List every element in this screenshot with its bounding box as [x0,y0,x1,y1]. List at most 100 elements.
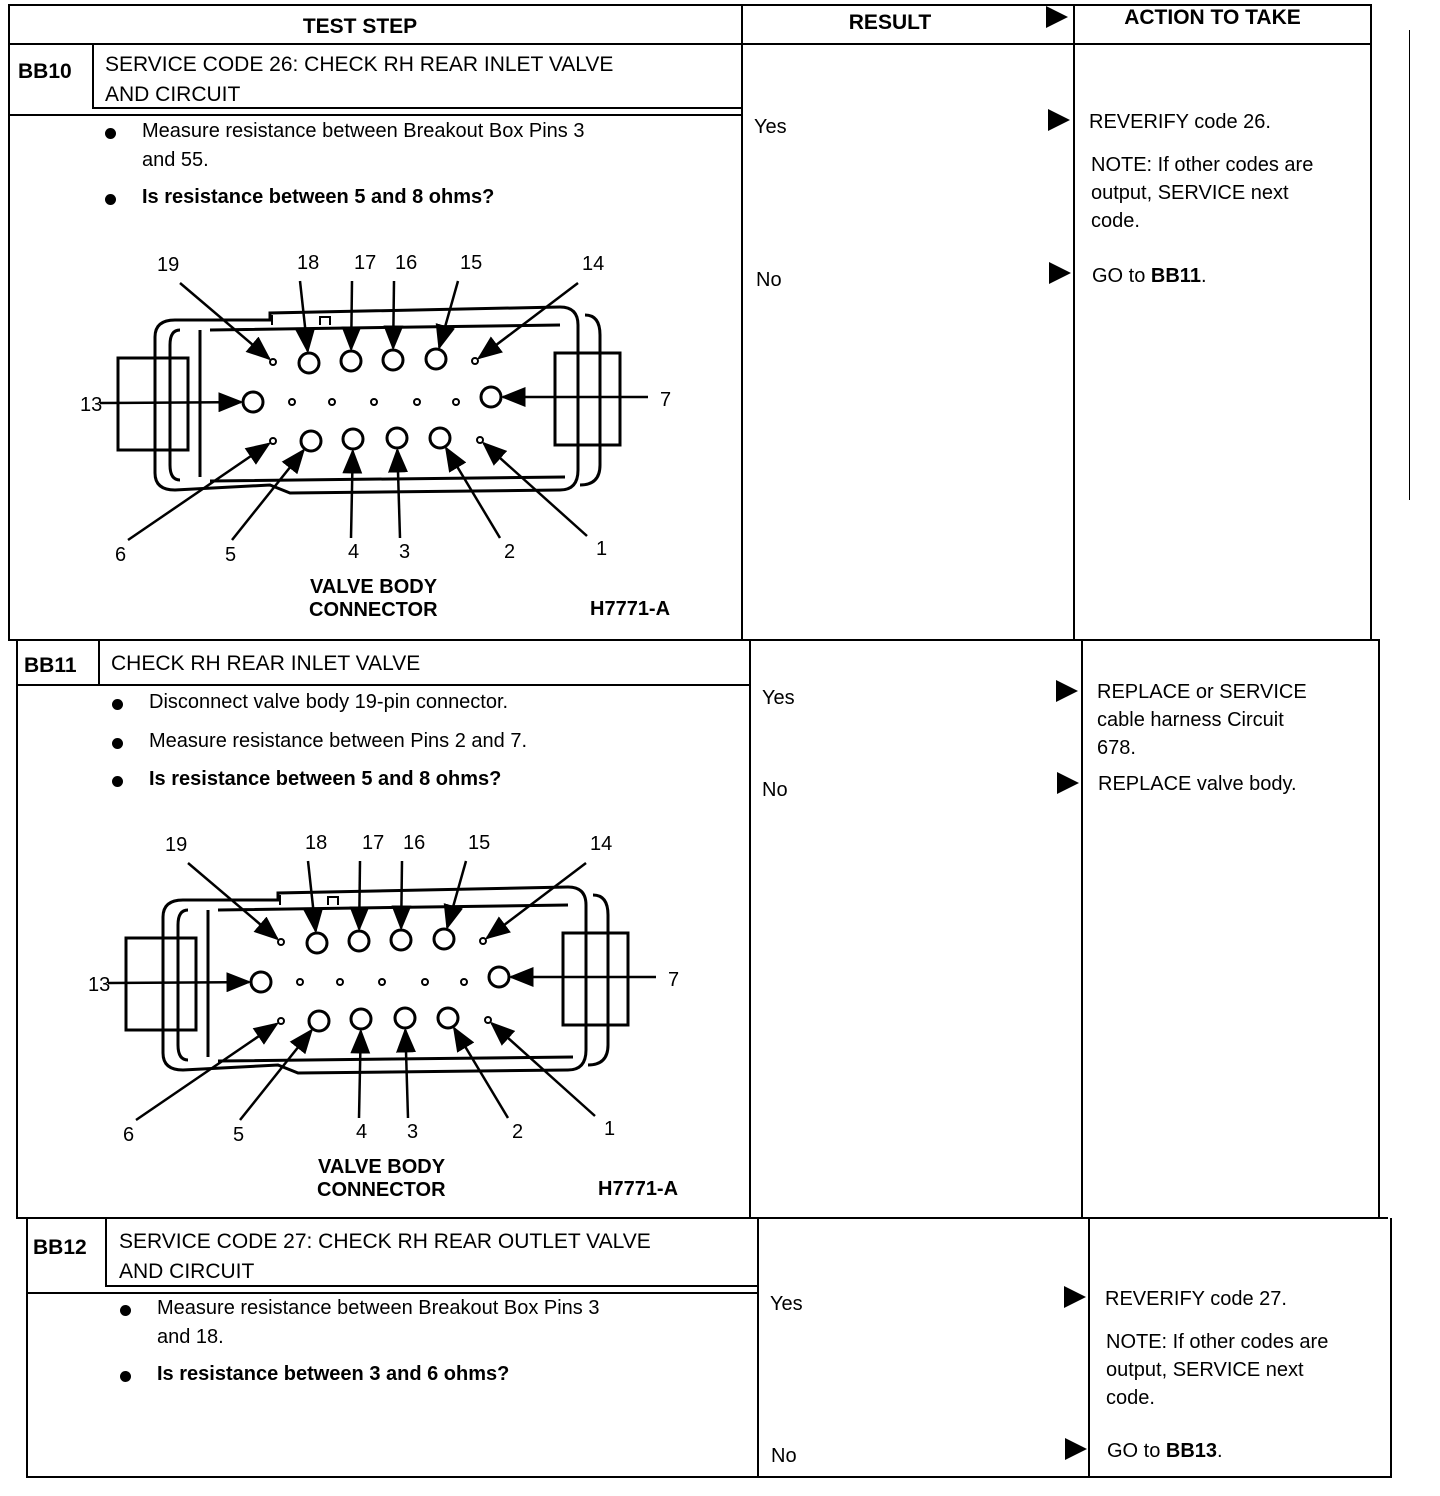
pin-leader-arrow [342,448,363,539]
connector-pin-unused [288,398,296,406]
result-col-border-2 [749,640,751,1218]
pin-leader-arrow [239,1028,314,1121]
connector-pin [479,937,487,945]
connector-pin [471,357,479,365]
right-triangle-arrow-icon [1064,1286,1086,1308]
diagram-caption: CONNECTOR [317,1179,446,1201]
right-triangle-arrow-icon [1046,6,1068,28]
pin-label: 16 [403,832,425,854]
pin-leader-arrow [391,860,412,931]
diagram-caption: VALVE BODY [310,576,438,598]
pin-leader-arrow [179,282,272,361]
pin-leader-arrow [388,447,409,539]
step-title-underline-2 [26,1292,758,1294]
action-goto: GO to BB11. [1092,265,1207,287]
connector-pin [484,1016,492,1024]
step-title: SERVICE CODE 26: CHECK RH REAR INLET VAL… [105,53,614,106]
row-divider-2 [16,1217,1388,1219]
action-col-border-1 [1073,4,1075,640]
pin-leader-arrow [187,862,280,941]
pin-label: 14 [582,253,604,275]
result-no: No [771,1445,797,1467]
pin-leader-arrow [444,446,502,539]
pin-label: 1 [596,538,607,560]
header-bottom-border [8,43,1372,45]
connector-pin [277,938,285,946]
pin-leader-arrow [452,1026,510,1119]
action-replace-harness: REPLACE or SERVICE cable harness Circuit… [1097,681,1307,759]
connector-pin-unused [413,398,421,406]
pin-label: 3 [399,541,410,563]
pin-label: 15 [460,252,482,274]
connector-pin-unused [336,978,344,986]
bullet-icon [112,699,123,710]
pin-label: 17 [354,252,376,274]
connector-pin [479,385,503,409]
result-no: No [756,269,782,291]
bullet-icon [112,776,123,787]
result-yes: Yes [754,116,787,138]
connector-pin [476,436,484,444]
action-reverify: REVERIFY code 27. [1105,1288,1287,1310]
connector-pin [389,928,413,952]
action-note: NOTE: If other codes are output, SERVICE… [1106,1331,1329,1409]
step-code: BB12 [33,1236,87,1259]
pin-label: 14 [590,833,612,855]
connector-pin [269,437,277,445]
pin-label: 13 [80,394,102,416]
pin-leader-arrow [489,1021,596,1117]
step-title-underline [92,107,742,109]
result-yes: Yes [762,687,795,709]
connector-right-tab [561,931,630,1027]
pin-label: 13 [88,974,110,996]
step-title-underline [105,1285,758,1287]
connector-pin [428,426,452,450]
pin-leader-arrow [99,392,244,413]
pin-label: 19 [165,834,187,856]
connector-pin [241,390,265,414]
connector-pin [436,1006,460,1030]
diagram-caption: VALVE BODY [318,1156,446,1178]
pin-leader-arrow [443,860,468,930]
connector-pin [432,927,456,951]
right-triangle-arrow-icon [1057,772,1079,794]
connector-housing [116,305,622,495]
pin-label: 6 [115,544,126,566]
pin-leader-arrow [303,860,324,934]
scan-edge-mark [1409,30,1410,500]
figure-id: H7771-A [590,598,670,620]
pin-label: 5 [225,544,236,566]
pin-label: 4 [356,1121,367,1143]
pin-leader-arrow [295,280,316,354]
action-replace-valve-body: REPLACE valve body. [1098,773,1297,795]
pin-leader-arrow [481,441,588,537]
step-code: BB11 [24,654,77,677]
connector-pin [299,429,323,453]
pin-label: 2 [504,541,515,563]
pin-leader-arrow [107,972,252,993]
pin-label: 18 [305,832,327,854]
action-goto: GO to BB13. [1107,1440,1223,1462]
pin-label: 18 [297,252,319,274]
pin-leader-arrow [435,280,460,350]
result-yes: Yes [770,1293,803,1315]
connector-pin-unused [460,978,468,986]
header-result: RESULT [848,11,932,34]
connector-pin [424,347,448,371]
step-title-underline-2 [8,114,742,116]
connector-pin [297,351,321,375]
connector-pin [249,970,273,994]
table-top-border [8,4,1372,6]
pin-label: 15 [468,832,490,854]
bullet-icon [120,1371,131,1382]
pin-label: 16 [395,252,417,274]
pin-label: 4 [348,541,359,563]
connector-pin [349,1007,373,1031]
table-left-border [8,4,10,640]
diagram-caption: CONNECTOR [309,599,438,621]
pin-leader-arrow [396,1027,417,1119]
result-col-border-1 [741,4,743,640]
action-col-border-3 [1088,1218,1090,1477]
step-title-underline [16,684,750,686]
action-col-border-2 [1081,640,1083,1218]
